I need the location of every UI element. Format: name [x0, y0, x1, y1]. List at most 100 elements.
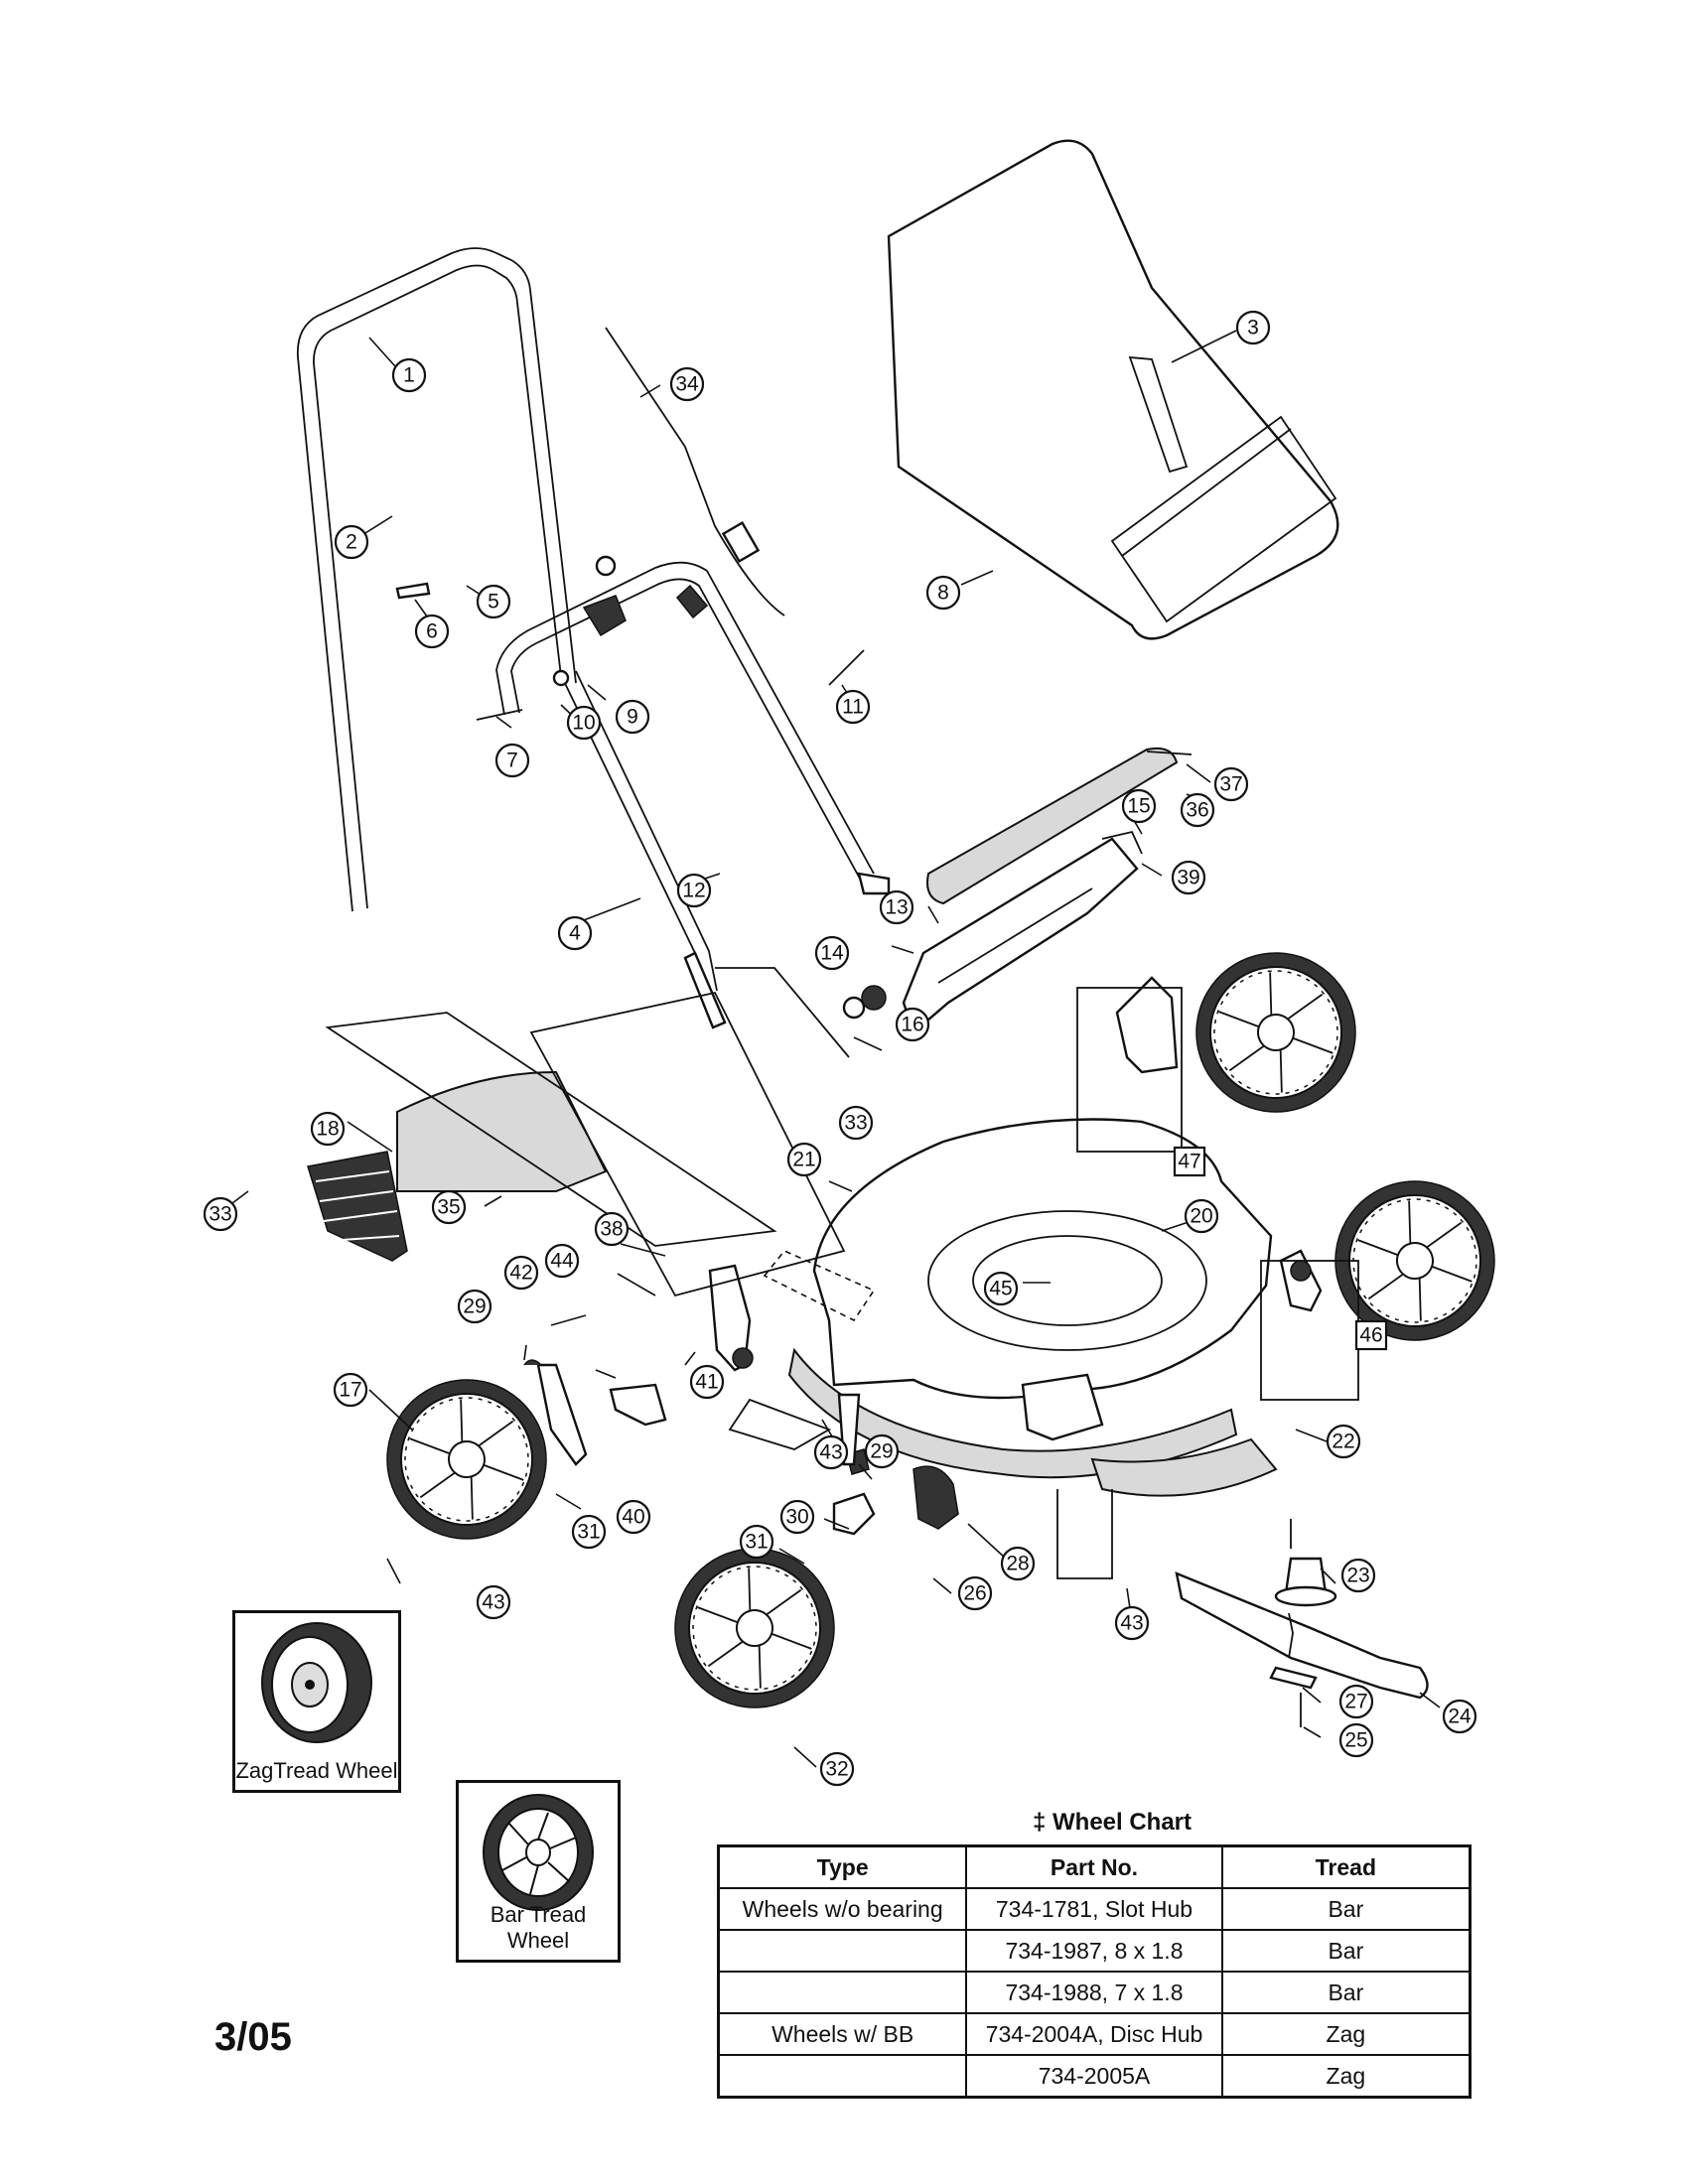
wheel-chart-table: Type Part No. Tread Wheels w/o bearing 7… [717, 1844, 1472, 2099]
svg-text:31: 31 [745, 1531, 768, 1554]
callout-7: 7 [494, 743, 530, 778]
table-row: 734-1988, 7 x 1.8 Bar [717, 1971, 1472, 2014]
svg-text:10: 10 [572, 712, 595, 735]
callout-6: 6 [414, 614, 450, 649]
callout-41: 41 [689, 1364, 725, 1400]
svg-text:5: 5 [488, 591, 499, 614]
svg-text:15: 15 [1127, 795, 1150, 818]
callout-42: 42 [503, 1255, 539, 1291]
callout-14: 14 [814, 935, 850, 971]
svg-text:43: 43 [1120, 1612, 1143, 1635]
cell-part-no: 734-2004A, Disc Hub [965, 2012, 1223, 2056]
svg-text:42: 42 [509, 1262, 532, 1285]
callout-23: 23 [1340, 1558, 1376, 1593]
callout-37: 37 [1213, 766, 1249, 802]
table-row: Wheels w/ BB 734-2004A, Disc Hub Zag [717, 2012, 1472, 2056]
svg-text:34: 34 [675, 373, 699, 396]
svg-text:4: 4 [569, 922, 581, 945]
callout-16: 16 [895, 1007, 930, 1042]
front-right-wheel [1178, 934, 1374, 1131]
callout-4: 4 [557, 915, 593, 951]
callout-47: 47 [1173, 1146, 1206, 1177]
svg-text:29: 29 [870, 1440, 893, 1463]
svg-text:39: 39 [1177, 867, 1199, 889]
mower-deck [763, 1118, 1278, 1497]
callout-11: 11 [835, 689, 871, 725]
table-row: Wheels w/o bearing 734-1781, Slot Hub Ba… [717, 1887, 1472, 1931]
svg-text:45: 45 [989, 1278, 1012, 1300]
cell-tread: Bar [1220, 1971, 1472, 2014]
callout-15: 15 [1121, 788, 1157, 824]
svg-text:37: 37 [1219, 773, 1242, 796]
callout-43b: 43 [476, 1584, 511, 1620]
svg-text:14: 14 [820, 942, 844, 965]
callout-13: 13 [879, 889, 914, 925]
zagtread-wheel-inset: ZagTread Wheel [232, 1610, 401, 1793]
svg-text:3: 3 [1247, 317, 1259, 340]
callout-leaders [227, 330, 1441, 1768]
table-row: 734-1987, 8 x 1.8 Bar [717, 1929, 1472, 1973]
callout-8: 8 [925, 575, 961, 611]
wheel-chart-title: ‡ Wheel Chart [1032, 1809, 1193, 1836]
callout-34: 34 [669, 366, 705, 402]
rear-left-wheel [368, 1361, 565, 1558]
svg-text:43: 43 [819, 1441, 842, 1464]
callout-22: 22 [1326, 1424, 1361, 1459]
callout-32: 32 [819, 1751, 855, 1787]
callout-40: 40 [616, 1499, 651, 1535]
callout-21: 21 [786, 1142, 822, 1177]
svg-text:6: 6 [426, 620, 438, 643]
svg-text:8: 8 [937, 582, 949, 605]
cell-type [717, 2054, 968, 2099]
svg-text:41: 41 [695, 1371, 718, 1394]
callout-18: 18 [310, 1111, 346, 1147]
svg-text:20: 20 [1190, 1205, 1212, 1228]
svg-text:23: 23 [1346, 1565, 1369, 1587]
svg-text:17: 17 [339, 1379, 361, 1402]
svg-text:16: 16 [901, 1014, 923, 1036]
header-type: Type [717, 1844, 968, 1889]
svg-text:30: 30 [785, 1506, 808, 1529]
wheel-chart-header-row: Type Part No. Tread [717, 1844, 1472, 1889]
callout-10: 10 [566, 705, 602, 741]
callout-3: 3 [1235, 310, 1271, 345]
zagtread-wheel-icon [261, 1622, 372, 1743]
svg-text:33: 33 [844, 1112, 867, 1135]
svg-text:31: 31 [577, 1521, 600, 1544]
callout-31b: 31 [739, 1524, 774, 1560]
rear-shield [307, 1070, 608, 1262]
header-tread: Tread [1220, 1844, 1472, 1889]
callout-38: 38 [594, 1211, 630, 1247]
callout-30: 30 [779, 1499, 815, 1535]
svg-text:1: 1 [403, 364, 415, 387]
callout-33a: 33 [203, 1196, 238, 1232]
callout-27: 27 [1338, 1684, 1374, 1719]
svg-text:21: 21 [792, 1149, 815, 1171]
right-height-adjuster [832, 1393, 959, 1536]
table-row: 734-2005A Zag [717, 2054, 1472, 2099]
svg-text:9: 9 [627, 706, 638, 729]
svg-text:12: 12 [682, 880, 705, 902]
cell-type [717, 1971, 968, 2014]
cell-type [717, 1929, 968, 1973]
callout-26: 26 [957, 1575, 993, 1611]
callout-31a: 31 [571, 1514, 607, 1550]
cell-part-no: 734-1988, 7 x 1.8 [965, 1971, 1223, 2014]
callout-12: 12 [676, 873, 712, 908]
rear-door [842, 747, 1193, 1035]
cell-tread: Bar [1220, 1887, 1472, 1931]
svg-text:44: 44 [550, 1250, 574, 1273]
cell-tread: Bar [1220, 1929, 1472, 1973]
callout-25: 25 [1338, 1722, 1374, 1758]
cell-part-no: 734-2005A [965, 2054, 1223, 2099]
cell-tread: Zag [1220, 2054, 1472, 2099]
cell-part-no: 734-1781, Slot Hub [965, 1887, 1223, 1931]
svg-text:32: 32 [825, 1758, 848, 1781]
svg-text:28: 28 [1006, 1553, 1029, 1575]
callout-20: 20 [1184, 1198, 1219, 1234]
svg-text:27: 27 [1344, 1691, 1367, 1713]
callout-35: 35 [431, 1189, 467, 1225]
bar-tread-wheel-inset: Bar Tread Wheel [456, 1780, 621, 1963]
svg-text:46: 46 [1359, 1324, 1382, 1347]
